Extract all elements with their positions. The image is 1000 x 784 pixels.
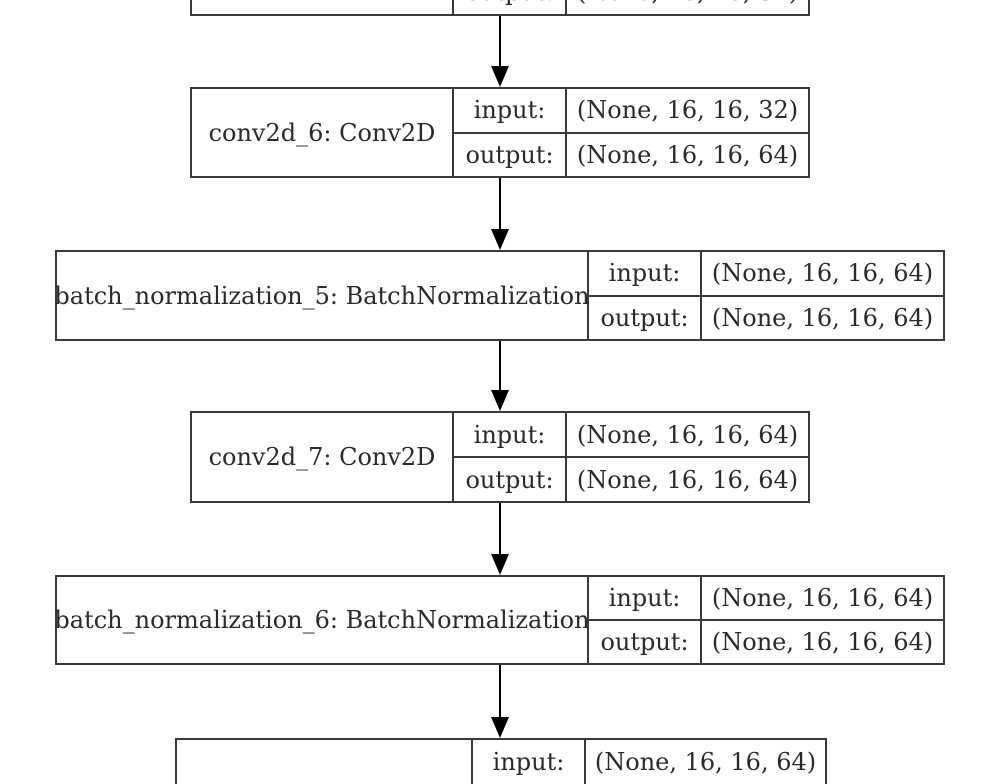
output-label: output: [600,628,689,656]
output-shape: (None, 16, 16, 64) [576,140,799,169]
io-labels: input: [473,740,586,784]
arrowhead-icon [491,66,509,87]
layer-name: batch_normalization_6: BatchNormalizatio… [54,577,590,663]
io-labels: input: output: [589,577,702,663]
layer-name: conv2d_6: Conv2D [192,89,454,176]
output-shape: (None, 16, 16, 64) [576,465,799,494]
output-label: output: [600,303,689,332]
edge-layer [491,16,509,738]
layer-node: batch_normalization_5: BatchNormalizatio… [54,250,945,341]
output-label: output: [465,140,554,169]
io-labels: input: output: [454,89,567,176]
io-labels: output: [454,0,567,14]
layer-node: input: (None, 16, 16, 64) [175,738,827,784]
layer-name: batch_normalization_5: BatchNormalizatio… [54,252,590,339]
input-shape: (None, 16, 16, 64) [567,413,808,458]
input-shape: (None, 16, 16, 64) [702,577,943,621]
layer-node: batch_normalization_6: BatchNormalizatio… [54,575,945,665]
output-shape: (None, 16, 16, 64) [711,303,934,332]
input-label: input: [492,748,565,776]
layer-name: conv2d_7: Conv2D [192,413,454,501]
input-shape: (None, 16, 16, 64) [702,252,943,297]
input-shape: (None, 16, 16, 32) [567,89,808,134]
arrowhead-icon [491,554,509,575]
arrowhead-icon [491,390,509,411]
io-labels: input: output: [454,413,567,501]
layer-node: conv2d_6: Conv2D input: output: (None, 1… [190,87,810,178]
io-shapes: (None, 16, 16, 64) [586,740,825,784]
output-shape: (None, 16, 16, 32) [567,0,808,14]
layer-name [177,740,473,784]
io-shapes: (None, 16, 16, 32) [567,0,808,14]
io-labels: input: output: [589,252,702,339]
input-label: input: [589,577,700,621]
io-shapes: (None, 16, 16, 32) (None, 16, 16, 64) [567,89,808,176]
arrowhead-icon [491,717,509,738]
output-label: output: [465,465,554,494]
input-label: input: [454,89,565,134]
arrowhead-icon [491,229,509,250]
input-label: input: [454,413,565,458]
output-label: output: [454,0,565,14]
layer-node: output: (None, 16, 16, 32) [190,0,810,16]
layer-node: conv2d_7: Conv2D input: output: (None, 1… [190,411,810,503]
io-shapes: (None, 16, 16, 64) (None, 16, 16, 64) [567,413,808,501]
layer-name [192,0,454,14]
output-shape: (None, 16, 16, 64) [711,628,934,656]
input-shape: (None, 16, 16, 64) [594,748,817,776]
io-shapes: (None, 16, 16, 64) (None, 16, 16, 64) [702,577,943,663]
input-label: input: [589,252,700,297]
io-shapes: (None, 16, 16, 64) (None, 16, 16, 64) [702,252,943,339]
